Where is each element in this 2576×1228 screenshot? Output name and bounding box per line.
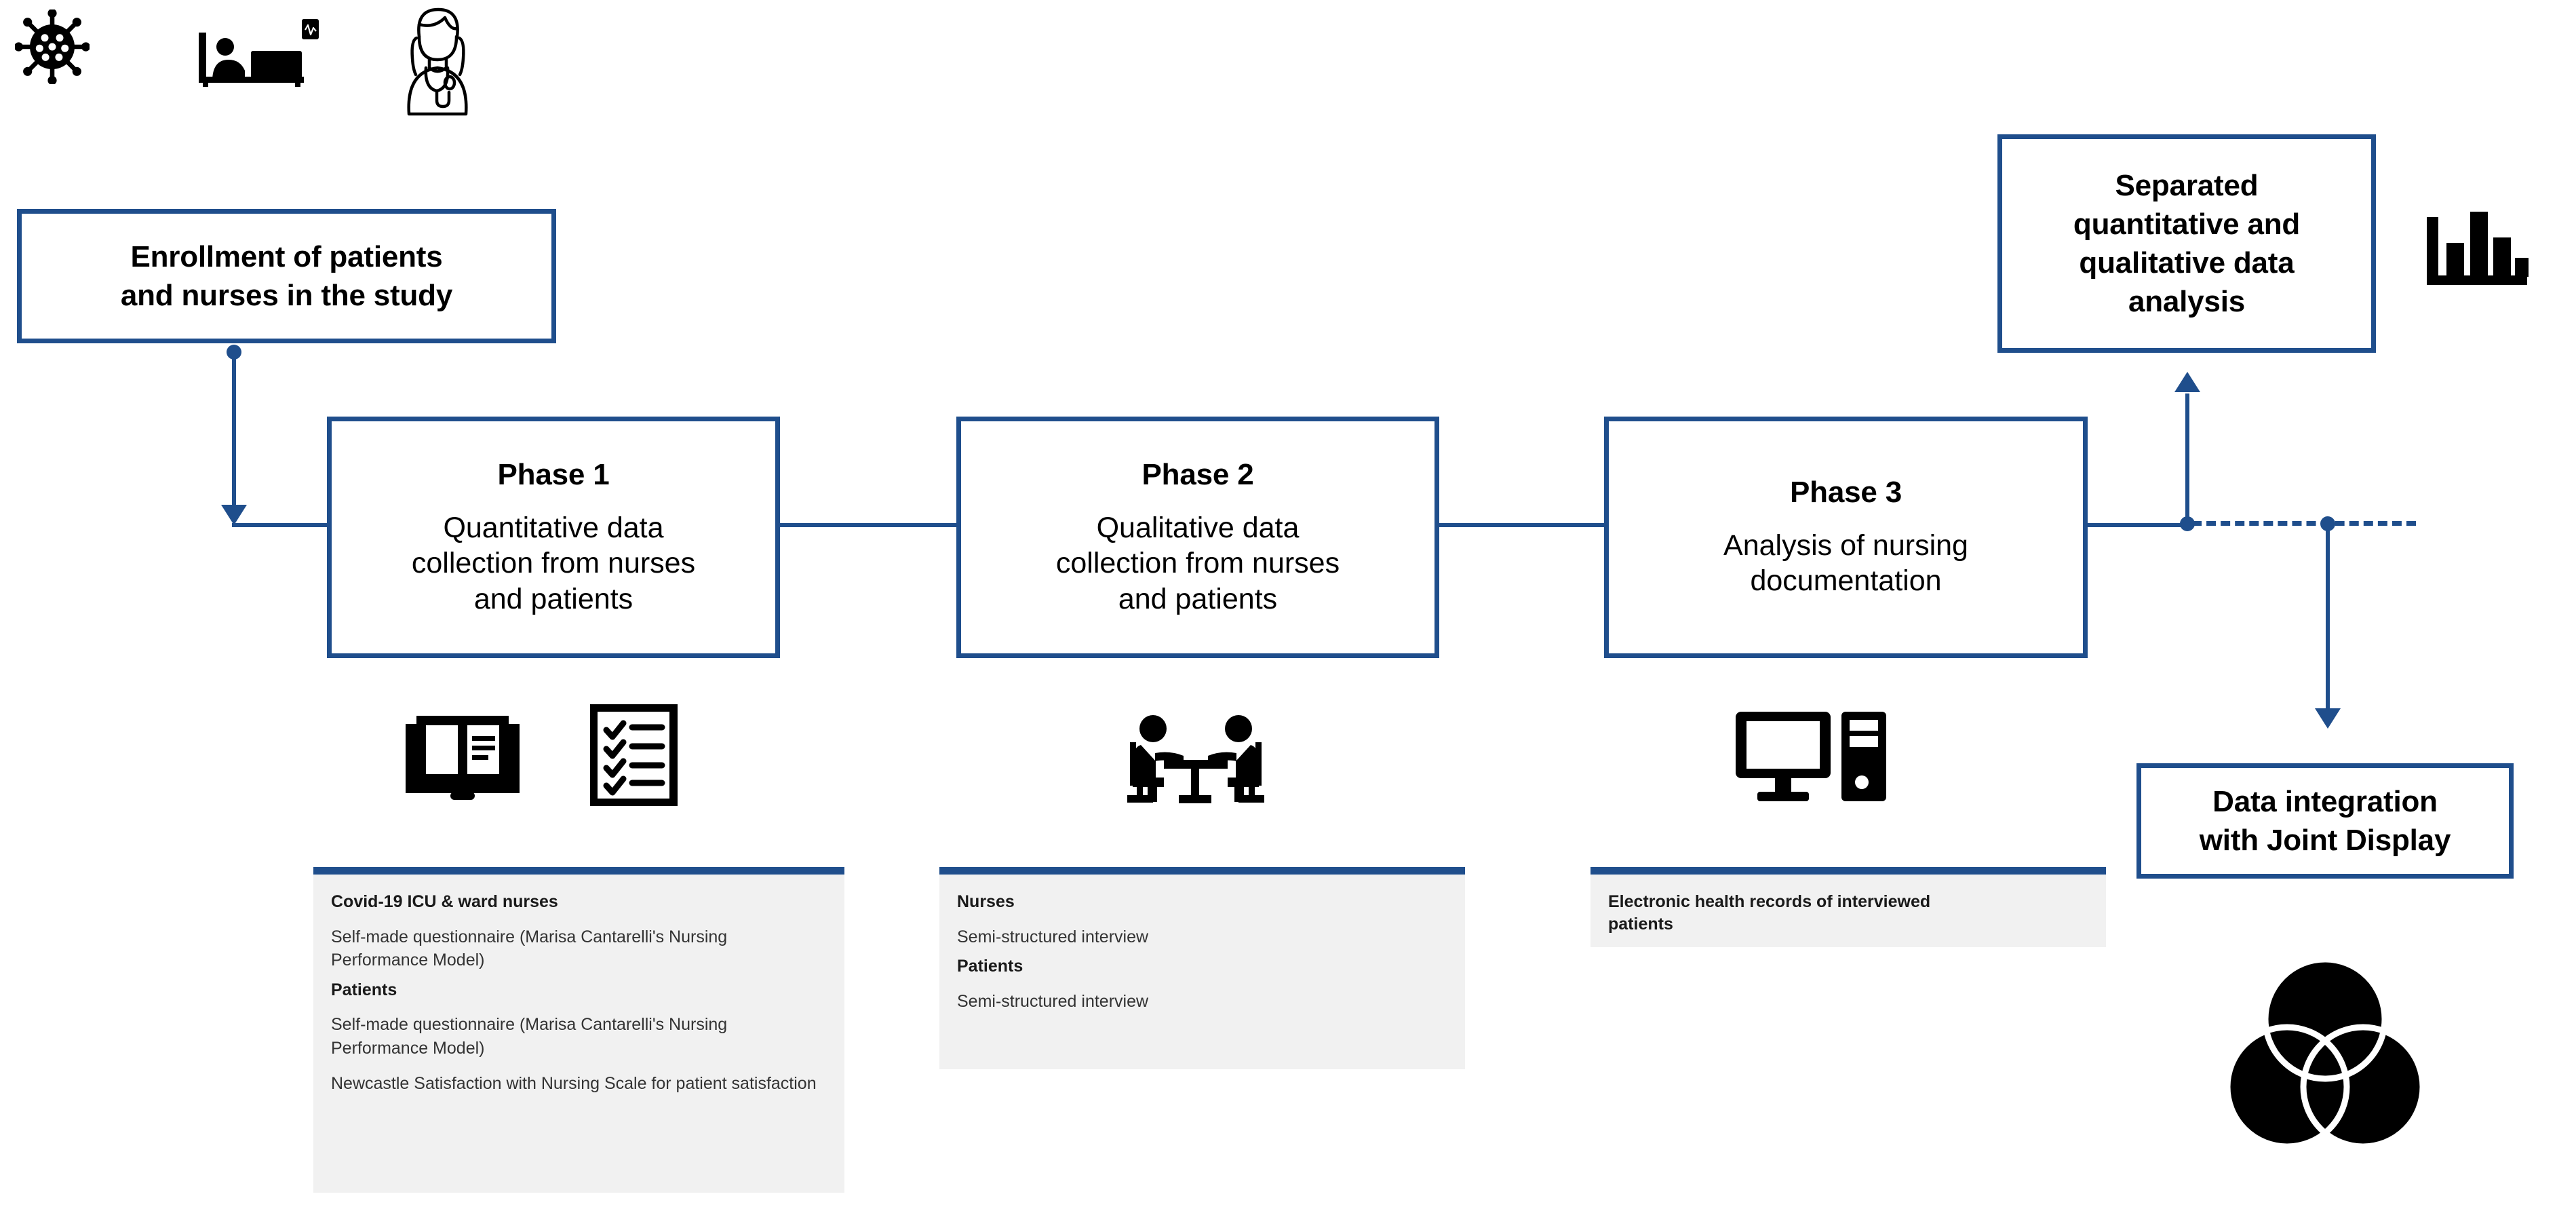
desktop-computer-and-tower-icon [1733,708,1902,816]
panel-1-head-nurses: Covid-19 ICU & ward nurses [331,892,558,911]
bar-chart-icon [2423,209,2531,294]
integration-line1: Data integration [2212,784,2438,818]
phase-2-box[interactable]: Phase 2 Qualitative data collection from… [956,417,1439,658]
phase-1-title: Phase 1 [497,458,610,492]
phase-3-detail-panel: Electronic health records of interviewed… [1591,867,2106,947]
phase-2-title: Phase 2 [1141,458,1254,492]
enrollment-box[interactable]: Enrollment of patients and nurses in the… [17,209,556,343]
phase-1-body-line2: collection from nurses [411,547,696,580]
phase-3-body-line1: Analysis of nursing [1723,529,1968,562]
connector-dashed-to-integration [2192,521,2416,526]
phase-3-title: Phase 3 [1790,476,1902,510]
phase-1-detail-panel: Covid-19 ICU & ward nurses Self-made que… [313,867,844,1193]
connector-arrow-analysis-up [2174,372,2200,392]
analysis-line2: quantitative and [2073,207,2301,241]
connector-vline-to-analysis [2185,394,2189,524]
enrollment-label-line2: and nurses in the study [120,279,453,312]
connector-arrow-integration-down [2315,708,2341,729]
panel-1-text-patient-questionnaire: Self-made questionnaire (Marisa Cantarel… [331,1015,728,1058]
two-people-at-table-interview-icon [1118,710,1274,818]
analysis-line1: Separated [2115,168,2259,202]
phase-1-body-line1: Quantitative data [443,511,664,544]
panel-2-head-patients: Patients [957,957,1023,976]
phase-2-body-line1: Qualitative data [1096,511,1300,544]
analysis-line3: qualitative data [2079,246,2295,280]
panel-1-text-newcastle-scale: Newcastle Satisfaction with Nursing Scal… [331,1074,817,1093]
panel-2-text-nurse-interview: Semi-structured interview [957,927,1149,946]
phase-3-box[interactable]: Phase 3 Analysis of nursing documentatio… [1604,417,2088,658]
connector-vline-to-integration [2326,524,2330,710]
panel-2-text-patient-interview: Semi-structured interview [957,991,1149,1011]
connector-phase3-to-junction [2088,523,2188,527]
connector-vline-enrollment [232,352,236,515]
phase-2-detail-panel: Nurses Semi-structured interview Patient… [939,867,1465,1069]
panel-2-head-nurses: Nurses [957,892,1015,911]
panel-1-text-nurse-questionnaire: Self-made questionnaire (Marisa Cantarel… [331,927,728,970]
enrollment-label-line1: Enrollment of patients [130,239,443,273]
separated-analysis-box[interactable]: Separated quantitative and qualitative d… [1997,134,2376,353]
checklist-clipboard-icon [590,704,678,806]
patient-in-bed-monitor-icon [193,19,319,87]
nurse-with-stethoscope-icon [392,5,484,117]
analysis-line4: analysis [2128,285,2246,319]
panel-3-head-ehr: Electronic health records of interviewed… [1608,892,1931,934]
data-integration-box[interactable]: Data integration with Joint Display [2136,763,2514,879]
integration-line2: with Joint Display [2199,824,2451,857]
connector-hline-enrollment-to-phase1 [232,523,332,527]
junction-dot-analysis [2180,516,2195,531]
three-circle-venn-diagram-icon [2230,957,2420,1153]
connector-phase1-to-phase2 [780,523,958,527]
virus-icon [15,9,90,84]
phase-2-body-line3: and patients [1118,582,1278,615]
panel-1-head-patients: Patients [331,980,397,999]
open-book-icon [402,709,524,818]
phase-2-body-line2: collection from nurses [1055,547,1340,580]
phase-1-box[interactable]: Phase 1 Quantitative data collection fro… [327,417,780,658]
connector-arrow-enrollment-down [221,505,247,525]
phase-3-body-line2: documentation [1750,564,1942,598]
connector-phase2-to-phase3 [1439,523,1605,527]
phase-1-body-line3: and patients [473,582,633,615]
